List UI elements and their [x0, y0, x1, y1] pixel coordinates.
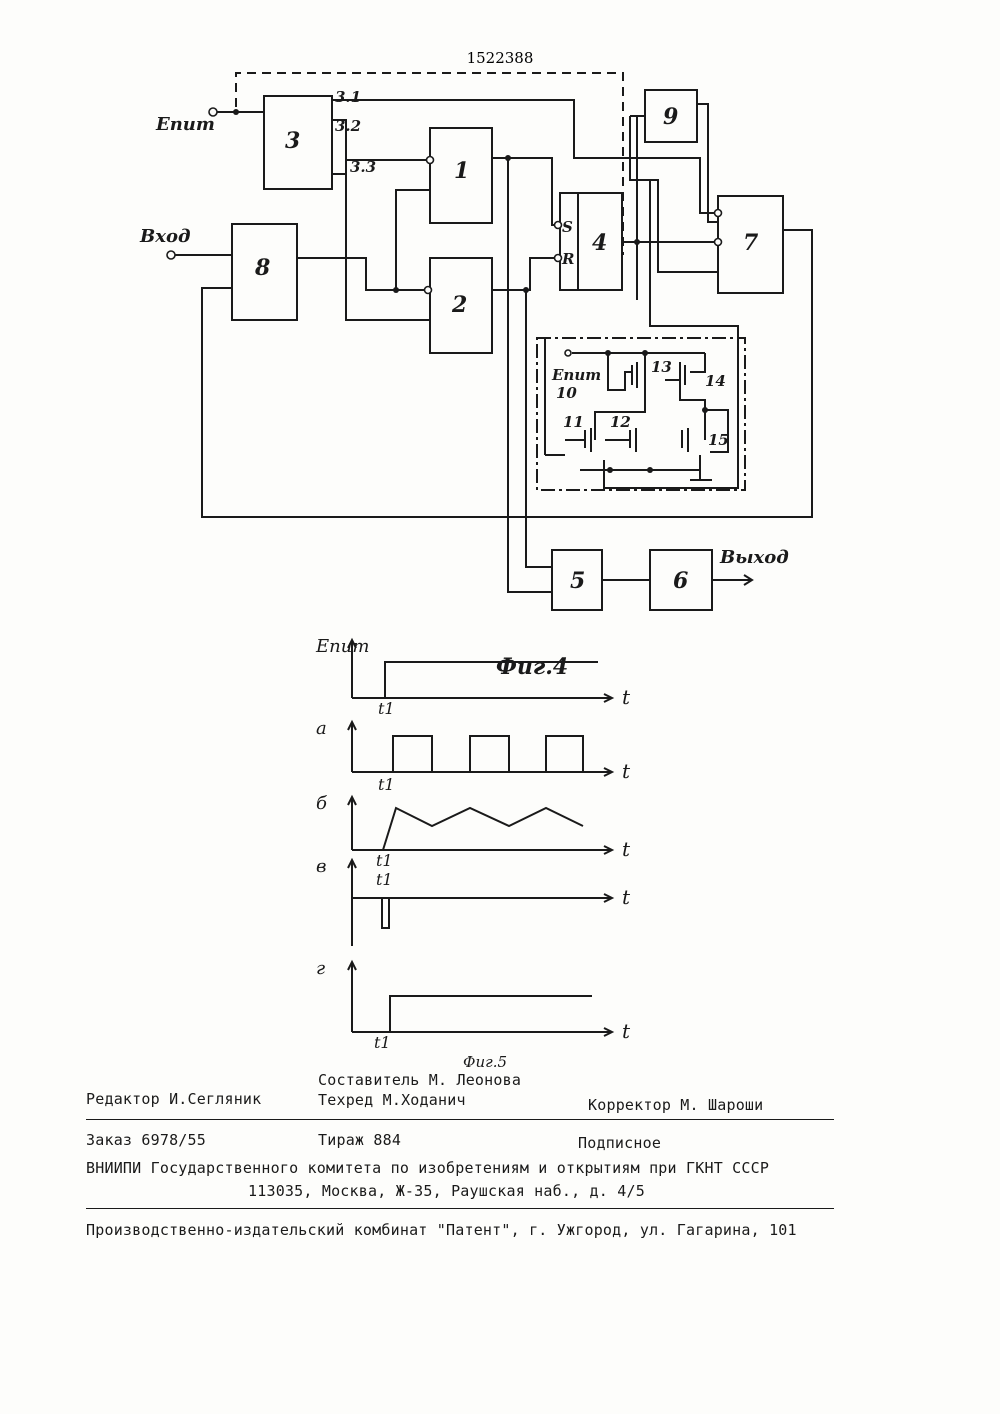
fig5-row-label-4: г [316, 958, 325, 979]
label-output: Выход [719, 547, 789, 568]
t1-marker-3: t1 [376, 870, 393, 889]
t1-marker-4: t1 [374, 1033, 391, 1052]
input-terminal [167, 251, 175, 259]
t1-marker-1: t1 [378, 775, 395, 794]
fig5-row-label-2: б [316, 793, 328, 814]
label-out-3-3: 3.3 [350, 158, 376, 176]
fig5-waveform-3 [355, 898, 600, 928]
fig4-diagram: 3 1 2 8 4 9 7 5 6 3.1 3.2 3.3 S R Eпит В… [139, 73, 812, 680]
label-block-3: 3 [285, 128, 300, 154]
label-block-1: 1 [454, 158, 469, 184]
fig5-axis-t-2: t [622, 837, 631, 861]
label-block-2: 2 [451, 292, 467, 318]
fig5-axis-t-4: t [622, 1019, 631, 1043]
label-transistor-11: 11 [563, 413, 584, 431]
label-transistor-12: 12 [610, 413, 631, 431]
label-transistor-13: 13 [651, 358, 672, 376]
label-block-4: 4 [592, 230, 607, 256]
patent-number: 1522388 [467, 49, 534, 67]
footer-rule-1 [86, 1119, 834, 1120]
footer-korrektor: Корректор М. Шароши [588, 1096, 763, 1114]
footer-zakaz: Заказ 6978/55 [86, 1131, 206, 1149]
footer-tirazh: Тираж 884 [318, 1131, 401, 1149]
label-internal-supply: Eпит [551, 366, 601, 384]
fig5-row-label-0: Eпит [315, 636, 369, 657]
label-s-input: S [562, 218, 573, 236]
fig5-timing: tEпитtаtбtвtгt1t1t1t1t1 [315, 636, 631, 1052]
label-out-3-2: 3.2 [335, 117, 361, 135]
fig4-caption: Фиг.4 [496, 654, 568, 680]
label-transistor-15: 15 [708, 431, 729, 449]
footer-podpisnoe: Подписное [578, 1134, 661, 1152]
fig5-waveform-2 [383, 808, 583, 850]
label-block-6: 6 [673, 568, 688, 594]
label-block-5: 5 [570, 568, 585, 594]
fig5-row-label-1: а [316, 718, 327, 739]
label-block-9: 9 [663, 104, 678, 130]
label-supply: Eпит [155, 114, 215, 135]
fig5-caption: Фиг.5 [463, 1053, 507, 1071]
t1-marker-2: t1 [376, 851, 393, 870]
label-r-input: R [561, 250, 574, 268]
block-4 [560, 193, 622, 290]
footer-address: 113035, Москва, Ж-35, Раушская наб., д. … [248, 1182, 645, 1200]
footer-vniipi: ВНИИПИ Государственного комитета по изоб… [86, 1159, 769, 1177]
footer-kombinat: Производственно-издательский комбинат "П… [86, 1221, 797, 1239]
footer-tehred: Техред М.Ходанич [318, 1091, 466, 1109]
label-transistor-10: 10 [556, 384, 577, 402]
label-transistor-14: 14 [705, 372, 726, 390]
fig5-axis-t-0: t [622, 685, 631, 709]
label-input: Вход [139, 226, 190, 247]
label-block-7: 7 [743, 230, 759, 256]
fig5-waveform-1 [355, 736, 583, 772]
footer-sostavitel: Составитель М. Леонова [318, 1071, 521, 1089]
label-out-3-1: 3.1 [335, 88, 361, 106]
t1-marker-0: t1 [378, 699, 395, 718]
fig5-axis-t-1: t [622, 759, 631, 783]
footer-rule-2 [86, 1208, 834, 1209]
fig5-axis-t-3: t [622, 885, 631, 909]
label-block-8: 8 [254, 255, 270, 281]
footer-redaktor: Редактор И.Сегляник [86, 1090, 261, 1108]
fig5-row-label-3: в [316, 856, 326, 877]
fig5-waveform-4 [355, 996, 592, 1032]
